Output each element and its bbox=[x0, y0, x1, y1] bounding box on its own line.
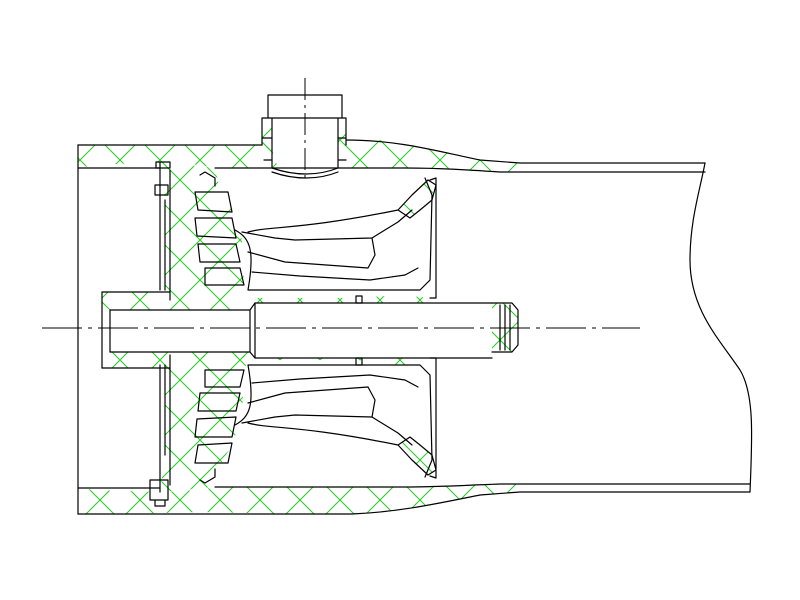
break-line bbox=[689, 162, 753, 493]
shaft-step-at-hub bbox=[249, 302, 256, 359]
lower-housing-bolt bbox=[149, 479, 169, 507]
lower-impeller-blade-1 bbox=[241, 414, 413, 446]
nozzle-outline bbox=[261, 94, 347, 146]
nozzle-curved-seat bbox=[271, 167, 339, 179]
upper-impeller-hub bbox=[234, 177, 433, 291]
shaft-outline-lower bbox=[101, 351, 493, 369]
upper-impeller-blade-3 bbox=[251, 267, 419, 281]
lower-impeller-shroud-outline bbox=[247, 422, 437, 476]
shaft-collar bbox=[355, 295, 363, 366]
outline-geometry bbox=[77, 94, 753, 515]
shaft-hub-lower bbox=[102, 352, 432, 368]
upper-impeller-shroud-outline bbox=[247, 179, 437, 233]
shaft-left-end bbox=[101, 291, 111, 369]
shaft-outline-upper bbox=[101, 291, 493, 311]
nozzle-flange-seal bbox=[261, 137, 347, 161]
lower-impeller-blade-3 bbox=[251, 374, 419, 388]
upper-stator-vanes bbox=[194, 171, 245, 286]
casing-outer-top-line bbox=[77, 139, 706, 164]
lower-stator-vanes bbox=[194, 369, 245, 484]
casing-inner-top-line bbox=[77, 167, 706, 173]
upper-housing-bolt bbox=[154, 184, 169, 196]
lower-impeller-hub bbox=[234, 364, 433, 478]
upper-impeller-blade-1 bbox=[241, 209, 413, 241]
lower-casing-wall bbox=[78, 484, 520, 514]
upper-housing-outline bbox=[155, 161, 171, 301]
upper-impeller-blade-2 bbox=[247, 237, 376, 269]
centerlines bbox=[42, 78, 640, 329]
upper-impeller-shroud bbox=[398, 180, 436, 218]
lower-bearing-housing bbox=[160, 355, 250, 492]
nozzle-wall-right bbox=[338, 118, 346, 168]
lower-housing-outline bbox=[159, 354, 171, 493]
lower-impeller-shroud bbox=[398, 437, 436, 475]
upper-bearing-housing bbox=[160, 162, 250, 300]
casing-inner-bottom-line bbox=[77, 483, 751, 489]
upper-casing-wall bbox=[78, 138, 520, 172]
shaft-hub-upper bbox=[102, 292, 432, 310]
lower-impeller-blade-2 bbox=[247, 386, 376, 418]
casing-outer-bottom-line bbox=[77, 491, 751, 515]
nozzle-wall-left bbox=[262, 118, 272, 168]
